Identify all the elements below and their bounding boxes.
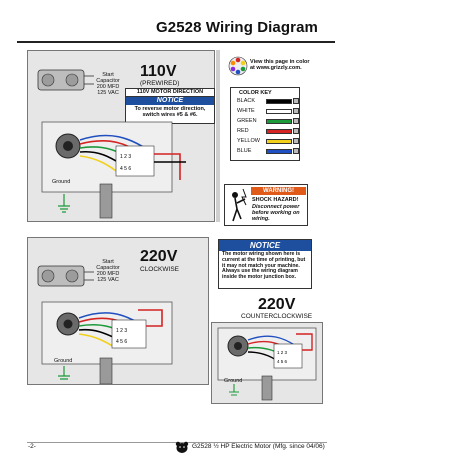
color-swatch	[266, 108, 293, 114]
svg-text:4 5 6: 4 5 6	[116, 339, 127, 345]
svg-text:4 5 6: 4 5 6	[277, 359, 288, 364]
color-key-row: BLUE	[231, 146, 300, 156]
color-wheel-icon	[228, 56, 248, 76]
capacitor-220-line-4: 125 VAC	[97, 277, 119, 283]
svg-text:1 2 3: 1 2 3	[277, 350, 288, 355]
terminal-icon	[293, 148, 300, 154]
capacitor-220v-label: Start Capacitor 200 MFD 125 VAC	[88, 259, 128, 283]
capacitor-line-2: Capacitor	[96, 78, 120, 84]
subtitle-110v: (PREWIRED)	[140, 80, 180, 87]
grizzly-bear-logo-icon	[175, 441, 189, 453]
page-title: G2528 Wiring Diagram	[156, 19, 318, 36]
capacitor-110v-label: Start Capacitor 200 MFD 125 VAC	[88, 72, 128, 96]
motor-wiring-110v-diagram: 1 2 3 4 5 6	[41, 121, 186, 219]
capacitor-220-line-3: 200 MFD	[96, 271, 120, 277]
voltage-220v-ccw: 220V	[258, 296, 296, 313]
capacitor-line-3: 200 MFD	[96, 84, 120, 90]
ground-label-220v-cw: Ground	[54, 358, 73, 364]
color-swatch	[266, 148, 293, 154]
capacitor-220-line-2: Capacitor	[96, 265, 120, 271]
terminal-icon	[293, 98, 300, 104]
direction-header: 110V MOTOR DIRECTION	[126, 89, 214, 97]
capacitor-110v-icon	[37, 69, 94, 91]
color-note-text: View this page in color at www.grizzly.c…	[250, 59, 310, 71]
page-number: -2-	[28, 443, 36, 450]
svg-text:1 2 3: 1 2 3	[116, 328, 127, 334]
capacitor-line-1: Start	[102, 72, 114, 78]
color-key-label: BLACK	[237, 98, 256, 104]
svg-text:4 5 6: 4 5 6	[120, 166, 131, 172]
color-key-row: YELLOW	[231, 136, 300, 146]
color-key-label: GREEN	[237, 118, 257, 124]
panel-110v-edge	[216, 50, 220, 222]
color-swatch	[266, 138, 293, 144]
color-key-label: BLUE	[237, 148, 252, 154]
color-key-label: RED	[237, 128, 249, 134]
direction-box-110v: 110V MOTOR DIRECTION NOTICE To reverse m…	[125, 88, 215, 124]
voltage-110v: 110V	[140, 63, 177, 80]
terminal-icon	[293, 138, 300, 144]
subtitle-220v-cw: CLOCKWISE	[140, 266, 180, 273]
color-note: View this page in color at www.grizzly.c…	[228, 56, 310, 78]
shock-hazard-icon	[227, 187, 249, 223]
color-key-title: COLOR KEY	[239, 90, 272, 96]
notice-header: NOTICE	[219, 240, 311, 251]
warning-title: SHOCK HAZARD!	[252, 197, 299, 203]
subtitle-220v-ccw: COUNTERCLOCKWISE	[241, 313, 313, 320]
color-swatch	[266, 128, 293, 134]
terminal-icon	[293, 108, 300, 114]
color-key-box: COLOR KEY BLACK WHITE GREEN RED YELLOW BLUE	[230, 87, 300, 161]
color-key-row: WHITE	[231, 106, 300, 116]
ground-label-110v: Ground	[52, 179, 71, 185]
capacitor-220-line-1: Start	[102, 259, 114, 265]
color-swatch	[266, 98, 293, 104]
svg-text:1 2 3: 1 2 3	[120, 154, 131, 160]
voltage-220v-cw: 220V	[140, 248, 178, 265]
color-key-row: RED	[231, 126, 300, 136]
color-key-list: BLACK WHITE GREEN RED YELLOW BLUE	[231, 96, 300, 156]
capacitor-220v-icon	[37, 265, 94, 287]
motor-wiring-220v-ccw-diagram: 1 2 3 4 5 6	[217, 327, 317, 401]
notice-body: The motor wiring shown here is current a…	[222, 251, 306, 281]
terminal-icon	[293, 118, 300, 124]
footer-text: G2528 ½ HP Electric Motor (Mfg. since 04…	[192, 443, 325, 450]
notice-label-110v: NOTICE	[126, 97, 214, 105]
color-key-row: BLACK	[231, 96, 300, 106]
color-swatch	[266, 118, 293, 124]
notice-text-110v: To reverse motor direction, switch wires…	[134, 106, 206, 118]
color-key-label: YELLOW	[237, 138, 260, 144]
ground-label-220v-ccw: Ground	[224, 378, 243, 384]
terminal-icon	[293, 128, 300, 134]
capacitor-line-4: 125 VAC	[97, 90, 119, 96]
color-key-label: WHITE	[237, 108, 255, 114]
motor-wiring-220v-cw-diagram: 1 2 3 4 5 6	[41, 301, 173, 384]
warning-header: WARNING!	[251, 187, 306, 195]
notice-box: NOTICE The motor wiring shown here is cu…	[218, 239, 312, 289]
color-key-row: GREEN	[231, 116, 300, 126]
warning-box: WARNING! SHOCK HAZARD! Disconnect power …	[224, 184, 308, 226]
title-rule	[17, 41, 335, 43]
warning-body: Disconnect power before working on wirin…	[252, 204, 300, 222]
